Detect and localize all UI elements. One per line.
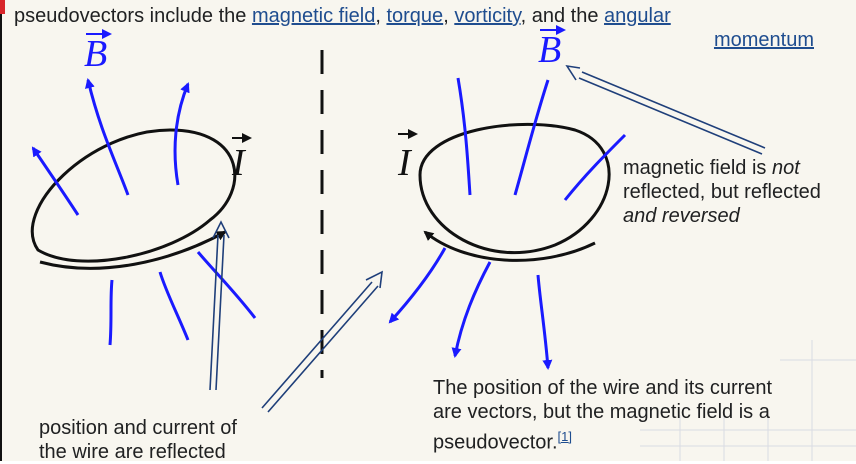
caption-line: and reversed: [623, 204, 856, 228]
left-i-label: I: [231, 142, 247, 184]
left-field-line-lower: [160, 272, 188, 340]
caption-wire-reflected: position and current of the wire are ref…: [39, 416, 319, 464]
caption-emphasis: and reversed: [623, 205, 740, 227]
left-current-arrow: [40, 232, 225, 268]
reference-link[interactable]: [1]: [558, 429, 572, 444]
caption-line: pseudovector.[1]: [433, 424, 853, 455]
annotation-arrow-b: [579, 72, 765, 154]
left-field-line-lower: [198, 252, 255, 318]
annotation-arrow-mirror: [262, 282, 378, 412]
caption-line: magnetic field is not: [623, 156, 856, 180]
annotation-arrows: [210, 66, 765, 412]
right-loop-group: [390, 30, 625, 368]
caption-line: the wire are reflected: [39, 440, 319, 464]
caption-line: reflected, but reflected: [623, 180, 856, 204]
right-field-line: [515, 80, 548, 195]
caption-pseudovector: The position of the wire and its current…: [433, 376, 853, 455]
caption-line: position and current of: [39, 416, 319, 440]
left-loop-group: [32, 34, 255, 345]
right-i-label: I: [397, 142, 413, 184]
right-current-loop: [420, 124, 609, 252]
caption-line: The position of the wire and its current: [433, 376, 853, 400]
caption-text: pseudovector.: [433, 432, 558, 454]
annotation-arrow-left-loop: [210, 235, 224, 390]
left-field-line: [175, 84, 188, 185]
right-field-line-lower: [538, 275, 548, 368]
caption-emphasis: not: [772, 157, 800, 179]
annotation-arrowhead-b: [567, 66, 580, 80]
left-field-line-lower: [110, 280, 112, 345]
caption-field-not-reflected: magnetic field is not reflected, but ref…: [623, 156, 856, 228]
right-field-line-lower: [455, 262, 490, 356]
right-field-line-lower: [390, 248, 445, 322]
left-b-label: B: [84, 33, 107, 75]
right-field-line: [565, 135, 625, 200]
caption-line: are vectors, but the magnetic field is a: [433, 400, 853, 424]
caption-text: magnetic field is: [623, 157, 772, 179]
right-b-label: B: [538, 29, 561, 71]
